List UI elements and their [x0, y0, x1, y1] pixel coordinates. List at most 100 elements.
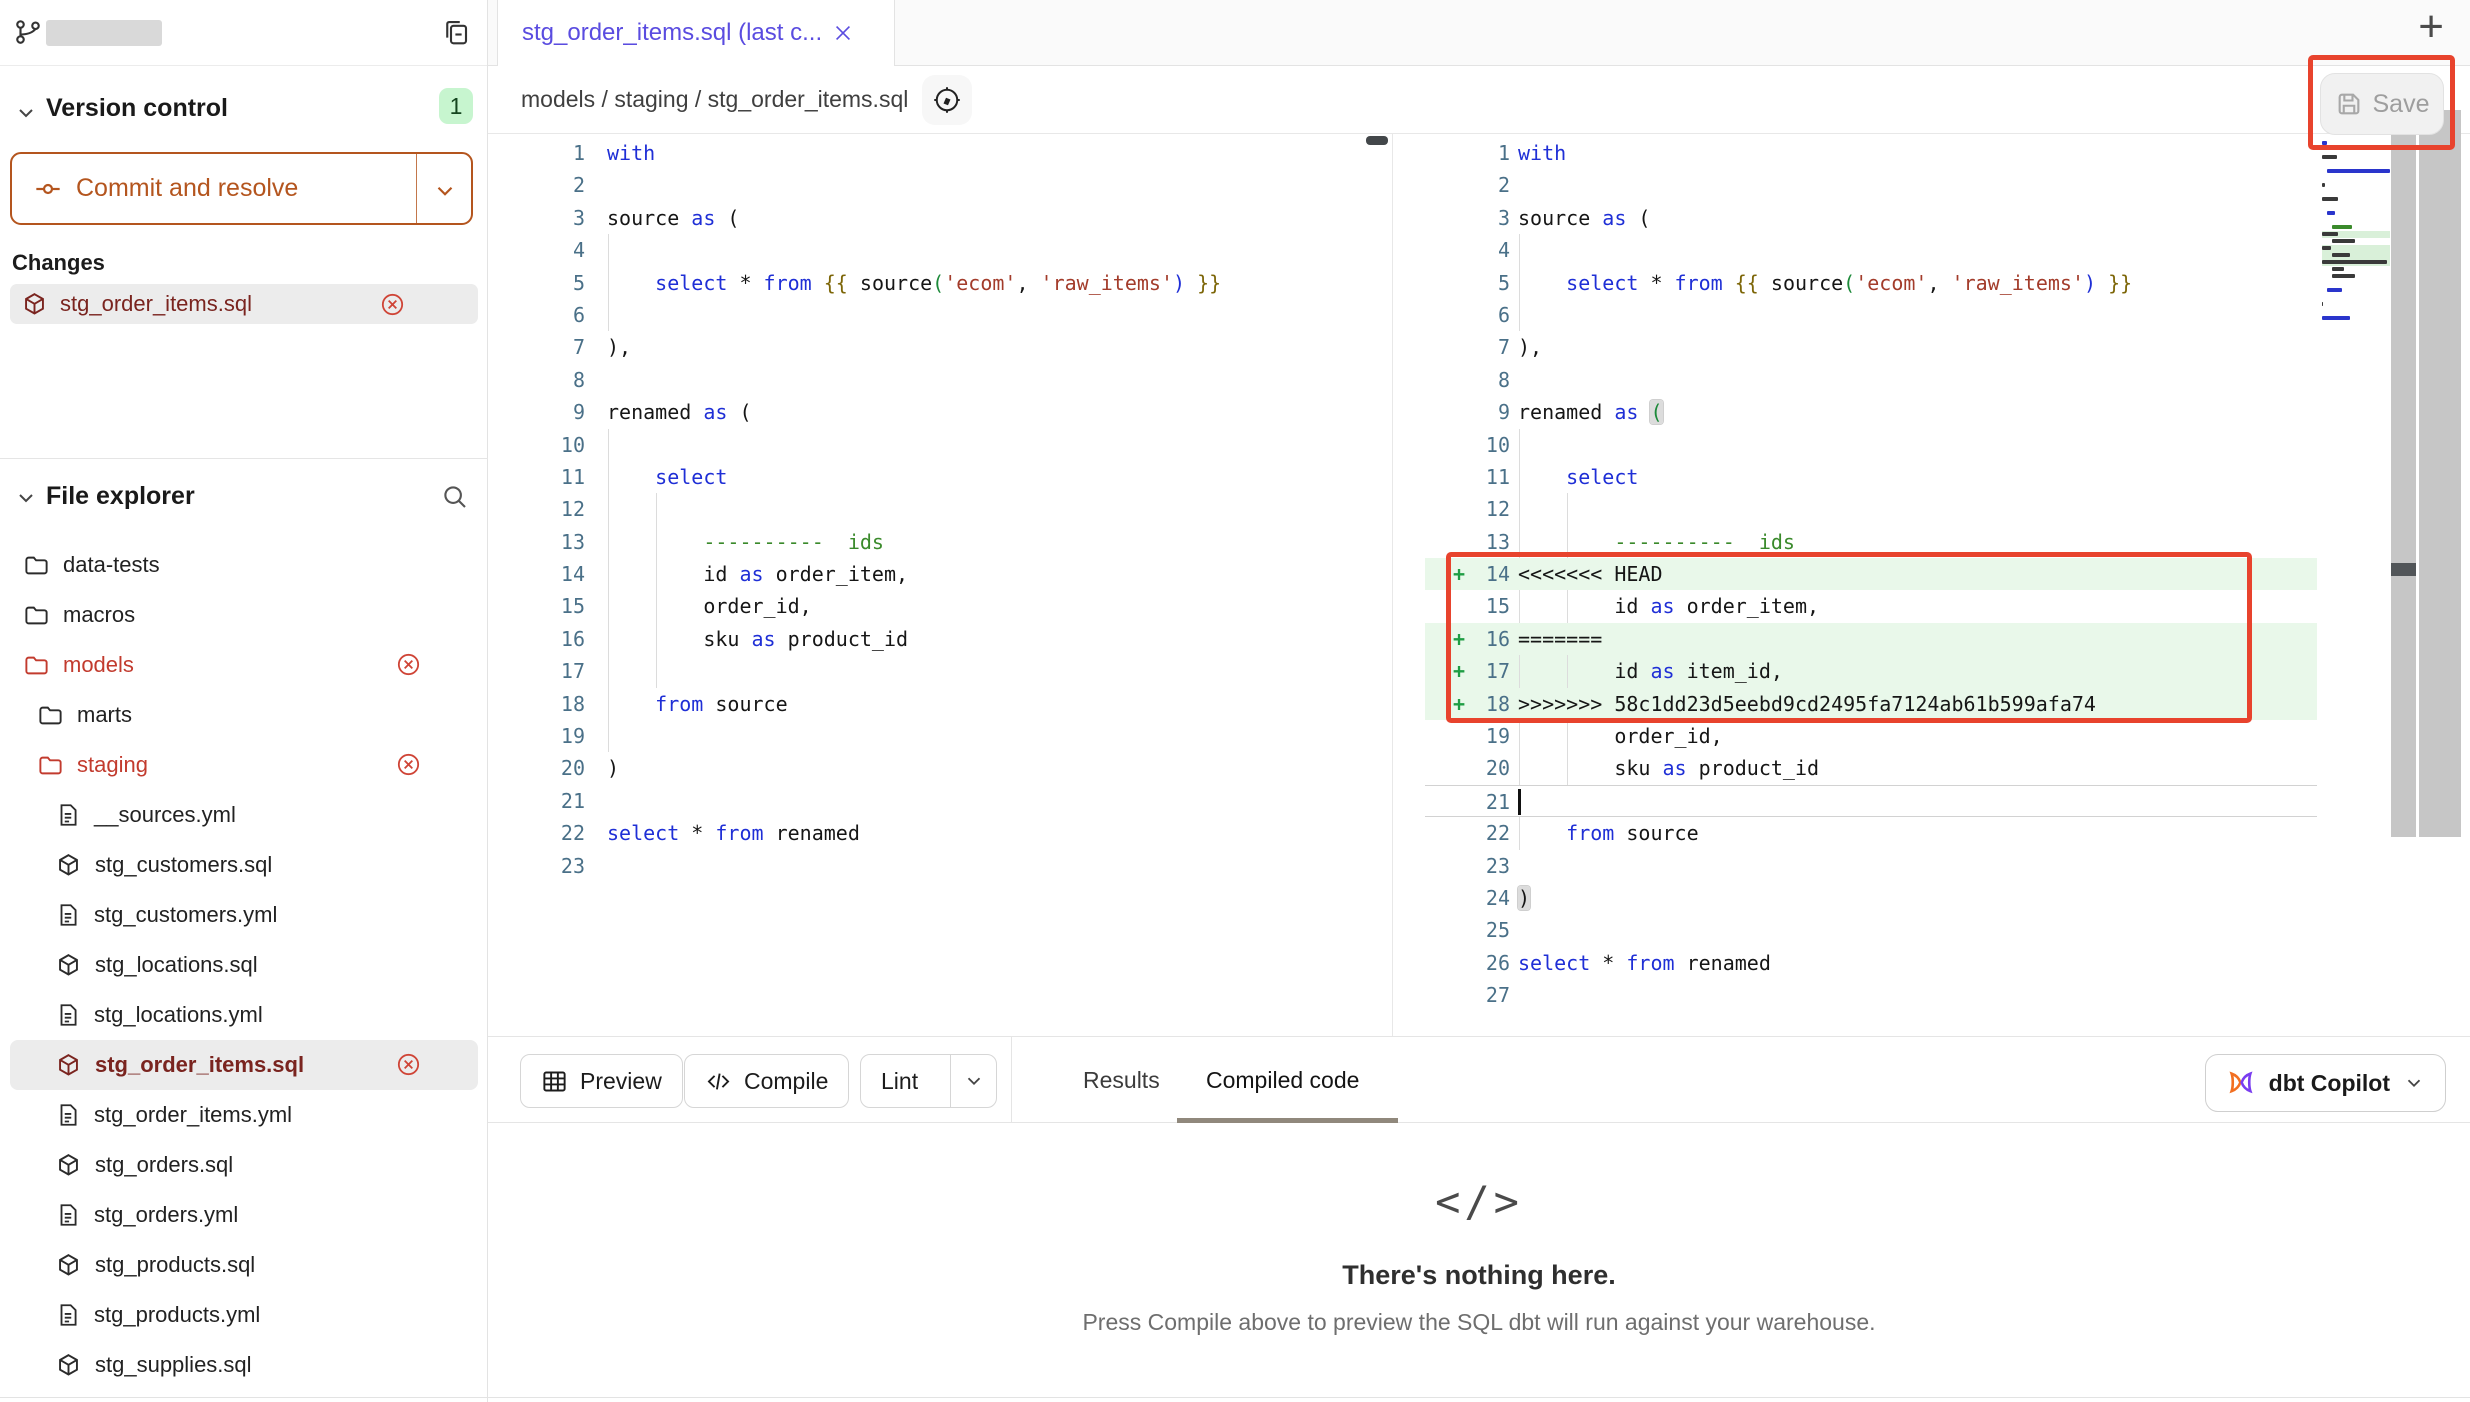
tab-compiled-code[interactable]: Compiled code: [1206, 1067, 1360, 1093]
file-item[interactable]: stg_products.sql: [10, 1240, 478, 1290]
editor-scrollbar-thumb[interactable]: [2391, 563, 2416, 576]
code-line[interactable]: +18>>>>>>> 58c1dd23d5eebd9cd2495fa7124ab…: [1425, 687, 2317, 721]
code-line[interactable]: 11 select: [1425, 460, 2317, 494]
code-line[interactable]: 20): [488, 752, 1392, 784]
page-scrollbar-track[interactable]: [2419, 110, 2461, 837]
scrollbar-thumb[interactable]: [1366, 136, 1388, 145]
lineage-compass-button[interactable]: [922, 75, 972, 125]
file-item[interactable]: models: [10, 640, 478, 690]
code-line[interactable]: 15 order_id,: [488, 590, 1392, 623]
code-line[interactable]: 5 select * from {{ source('ecom', 'raw_i…: [488, 266, 1392, 299]
code-line[interactable]: +16=======: [1425, 622, 2317, 656]
file-item[interactable]: stg_customers.sql: [10, 840, 478, 890]
editor-scrollbar-track[interactable]: [2391, 110, 2416, 837]
code-line[interactable]: 12: [1425, 493, 2317, 526]
file-item[interactable]: __sources.yml: [10, 790, 478, 840]
lint-button[interactable]: Lint: [860, 1054, 998, 1108]
code-line[interactable]: 19 order_id,: [1425, 720, 2317, 753]
file-item[interactable]: stg_order_items.sql: [10, 1040, 478, 1090]
minimap-line: [2322, 267, 2390, 272]
search-icon[interactable]: [440, 482, 470, 512]
code-line[interactable]: 2: [488, 169, 1392, 201]
code-line[interactable]: 12: [488, 493, 1392, 526]
file-item[interactable]: stg_locations.yml: [10, 990, 478, 1040]
code-line[interactable]: 14 id as order_item,: [488, 558, 1392, 591]
code-line[interactable]: 27: [1425, 979, 2317, 1011]
code-line[interactable]: 6: [1425, 298, 2317, 332]
code-line[interactable]: 23: [488, 850, 1392, 882]
code-line[interactable]: 20 sku as product_id: [1425, 752, 2317, 785]
code-line[interactable]: 4: [488, 234, 1392, 267]
file-item[interactable]: stg_orders.sql: [10, 1140, 478, 1190]
tab-stg-order-items[interactable]: stg_order_items.sql (last c...: [497, 0, 895, 66]
file-item[interactable]: macros: [10, 590, 478, 640]
code-line[interactable]: +17 id as item_id,: [1425, 655, 2317, 688]
changed-file-item[interactable]: stg_order_items.sql: [10, 284, 478, 324]
minimap[interactable]: [2322, 141, 2391, 330]
code-line[interactable]: 5 select * from {{ source('ecom', 'raw_i…: [1425, 266, 2317, 299]
save-button[interactable]: Save: [2320, 73, 2444, 135]
minimap-line: [2322, 183, 2390, 188]
code-line[interactable]: 23: [1425, 850, 2317, 882]
file-item-label: models: [63, 652, 134, 677]
code-line[interactable]: 15 id as order_item,: [1425, 590, 2317, 623]
code-line[interactable]: 22 from source: [1425, 817, 2317, 850]
code-line[interactable]: 25: [1425, 914, 2317, 946]
preview-button[interactable]: Preview: [520, 1054, 683, 1108]
file-item[interactable]: stg_products.yml: [10, 1290, 478, 1340]
code-line[interactable]: 8: [488, 364, 1392, 396]
code-line[interactable]: 21: [488, 785, 1392, 817]
code-line[interactable]: 11 select: [488, 460, 1392, 494]
code-line[interactable]: +14<<<<<<< HEAD: [1425, 558, 2317, 591]
lint-dropdown[interactable]: [950, 1055, 996, 1107]
close-tab-icon[interactable]: [832, 22, 854, 44]
code-line[interactable]: 18 from source: [488, 687, 1392, 721]
code-line[interactable]: 13 ---------- ids: [1425, 525, 2317, 559]
new-tab-icon[interactable]: +: [2418, 2, 2444, 51]
code-line[interactable]: 10: [488, 428, 1392, 461]
version-control-section-header[interactable]: Version control 1: [0, 84, 487, 134]
compile-button[interactable]: Compile: [684, 1054, 850, 1108]
tab-results[interactable]: Results: [1083, 1067, 1160, 1093]
line-number: 19: [560, 724, 585, 749]
code-line[interactable]: 24): [1425, 882, 2317, 914]
copy-file-icon[interactable]: [441, 17, 471, 47]
file-explorer-section-header[interactable]: File explorer: [0, 472, 488, 524]
code-line[interactable]: 21: [1425, 784, 2317, 818]
file-item[interactable]: stg_customers.yml: [10, 890, 478, 940]
code-line[interactable]: 17: [488, 655, 1392, 688]
code-line[interactable]: 6: [488, 298, 1392, 332]
code-line[interactable]: 8: [1425, 364, 2317, 396]
commit-and-resolve-button[interactable]: Commit and resolve: [10, 152, 473, 225]
file-item[interactable]: stg_supplies.sql: [10, 1340, 478, 1390]
code-line[interactable]: 4: [1425, 234, 2317, 267]
file-item[interactable]: stg_order_items.yml: [10, 1090, 478, 1140]
file-item[interactable]: stg_orders.yml: [10, 1190, 478, 1240]
chevron-down-icon[interactable]: [432, 178, 458, 204]
file-item[interactable]: staging: [10, 740, 478, 790]
code-line[interactable]: 2: [1425, 169, 2317, 201]
code-line[interactable]: 16 sku as product_id: [488, 622, 1392, 656]
file-item[interactable]: stg_locations.sql: [10, 940, 478, 990]
diff-added-marker: +: [1453, 626, 1466, 651]
code-line[interactable]: 10: [1425, 428, 2317, 461]
lint-button-label[interactable]: Lint: [881, 1067, 919, 1094]
discard-change-icon[interactable]: [379, 291, 406, 318]
dbt-copilot-button[interactable]: dbt Copilot: [2204, 1054, 2446, 1112]
code-line[interactable]: 7),: [488, 331, 1392, 363]
code-line[interactable]: 19: [488, 720, 1392, 753]
file-item[interactable]: data-tests: [10, 540, 478, 590]
file-item[interactable]: marts: [10, 690, 478, 740]
code-line[interactable]: 7),: [1425, 331, 2317, 363]
code-line[interactable]: 13 ---------- ids: [488, 525, 1392, 559]
